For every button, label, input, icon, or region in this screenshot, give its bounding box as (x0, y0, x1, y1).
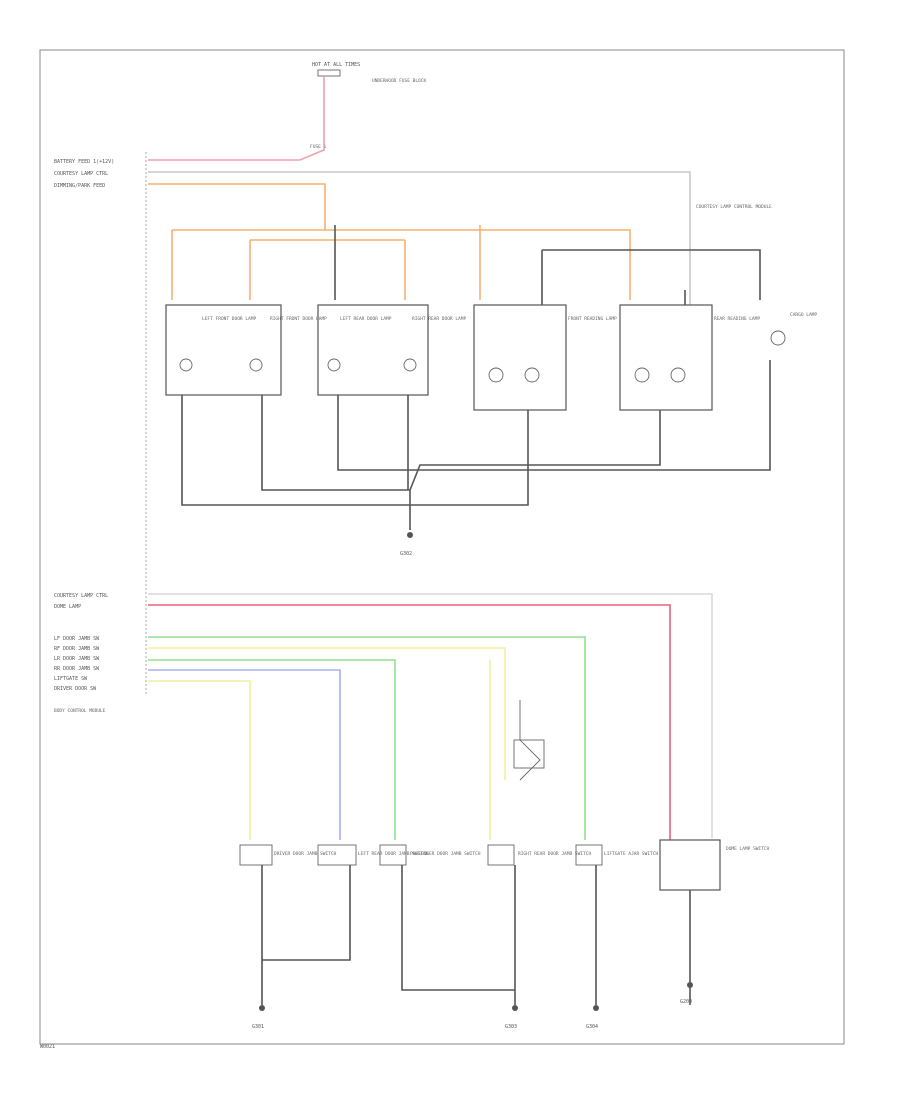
wire-yellow-2 (148, 680, 251, 840)
ground-symbol (687, 982, 693, 988)
diagram-frame (39, 49, 845, 1045)
wire-blue (148, 669, 341, 840)
diagram-id: W0021 (40, 1044, 56, 1050)
ground-symbol (259, 1005, 265, 1011)
connector-top-label: BATTERY FEED 1(+12V) (54, 159, 114, 165)
switch-row: DRIVER DOOR JAMB SWITCH LEFT REAR DOOR J… (239, 839, 770, 891)
connector-top-label: COURTESY LAMP CTRL (54, 171, 108, 177)
lamp-label: RIGHT REAR DOOR LAMP (412, 316, 466, 322)
lamp-label: LEFT FRONT DOOR LAMP (202, 316, 256, 322)
lamp-label: REAR READING LAMP (714, 316, 760, 322)
wire-ground-return (181, 360, 771, 530)
relay-block (513, 700, 545, 781)
lamp-label: RIGHT FRONT DOOR LAMP (270, 316, 327, 322)
ground-top-symbol (407, 532, 413, 538)
connector-low-label: LR DOOR JAMB SW (54, 656, 100, 662)
wire-green-1 (148, 636, 586, 840)
bcm-note: BODY CONTROL MODULE (54, 708, 106, 714)
wire-black-module (334, 225, 761, 305)
wire-yellow-1 (148, 647, 506, 840)
switch-label: RIGHT REAR DOOR JAMB SWITCH (518, 851, 591, 857)
module-note: COURTESY LAMP CONTROL MODULE (696, 204, 772, 210)
wire-ground-lower (261, 865, 691, 1005)
connector-mid-label: DOME LAMP (54, 604, 81, 610)
ground-label: G303 (505, 1024, 517, 1030)
fuse-id: FUSE 1 (310, 144, 327, 150)
wire-green-2 (148, 659, 396, 840)
ground-top-label: G302 (400, 551, 412, 557)
lamp-assemblies: LEFT FRONT DOOR LAMP RIGHT FRONT DOOR LA… (165, 304, 817, 411)
ground-label: G301 (252, 1024, 264, 1030)
connector-low-label: LF DOOR JAMB SW (54, 636, 100, 642)
wire-orange-feed (148, 183, 326, 230)
switch-label: DOME LAMP SWITCH (726, 846, 770, 852)
lamp-label: FRONT READING LAMP (568, 316, 617, 322)
switch-label: LEFT REAR DOOR JAMB SWITCH (358, 851, 429, 857)
ground-label: G304 (586, 1024, 598, 1030)
ground-label: G200 (680, 999, 692, 1005)
lamp-label: LEFT REAR DOOR LAMP (340, 316, 392, 322)
wire-gray-courtesy (148, 171, 691, 305)
connector-low-label: RF DOOR JAMB SW (54, 646, 100, 652)
connector-top-label: DIMMING/PARK FEED (54, 183, 105, 189)
wire-orange-bus (171, 225, 631, 300)
fuse-top: HOT AT ALL TIMES UNDERHOOD FUSE BLOCK FU… (310, 62, 426, 150)
lamp-label: CARGO LAMP (790, 312, 817, 318)
switch-label: LIFTGATE AJAR SWITCH (604, 851, 658, 857)
ground-symbol (512, 1005, 518, 1011)
wire-pink-dome (148, 604, 671, 840)
switch-label: DRIVER DOOR JAMB SWITCH (274, 851, 337, 857)
connector-low-label: RR DOOR JAMB SW (54, 666, 100, 672)
connector-low-label: DRIVER DOOR SW (54, 686, 97, 692)
fuse-note: UNDERHOOD FUSE BLOCK (372, 78, 426, 84)
switch-label: PASSENGER DOOR JAMB SWITCH (410, 851, 481, 857)
wire-gray-mid (148, 593, 713, 838)
connector-low-label: LIFTGATE SW (54, 676, 88, 682)
connector-mid-label: COURTESY LAMP CTRL (54, 593, 108, 599)
ground-symbol (593, 1005, 599, 1011)
fuse-box-label: HOT AT ALL TIMES (312, 62, 360, 68)
wire-red-battery (148, 76, 325, 161)
